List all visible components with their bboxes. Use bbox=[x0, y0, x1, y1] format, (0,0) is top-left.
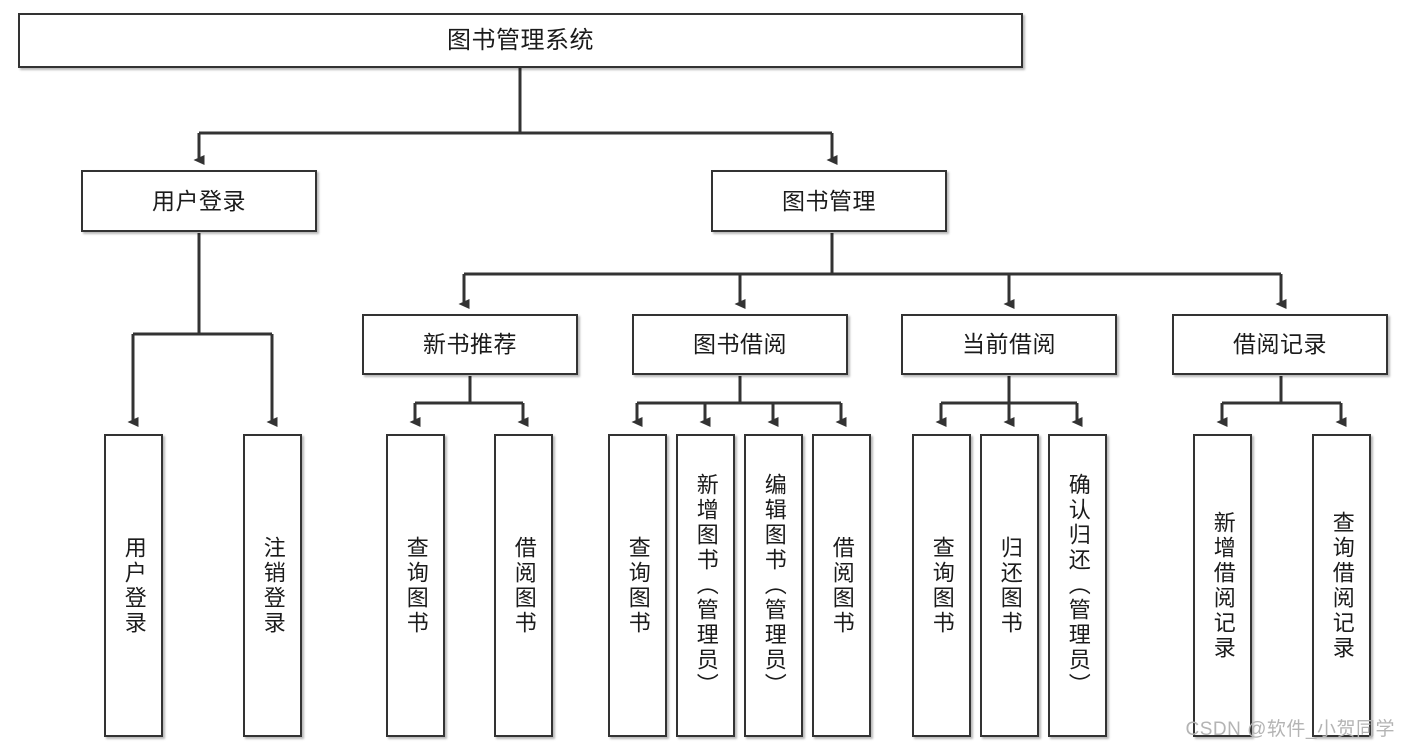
node-leaf-borrow-books-new-label: 借阅图书 bbox=[511, 535, 537, 636]
node-leaf-user-login[interactable]: 用户登录 bbox=[104, 434, 163, 737]
node-root-label: 图书管理系统 bbox=[447, 26, 594, 54]
node-leaf-edit-book-admin-label: 编辑图书（管理员） bbox=[761, 473, 787, 698]
node-user-login[interactable]: 用户登录 bbox=[81, 170, 317, 232]
node-leaf-edit-book-admin[interactable]: 编辑图书（管理员） bbox=[744, 434, 803, 737]
watermark: CSDN @软件_小贺同学 bbox=[1185, 719, 1395, 740]
node-leaf-add-book-admin-label: 新增图书（管理员） bbox=[693, 473, 719, 698]
node-leaf-add-book-admin[interactable]: 新增图书（管理员） bbox=[676, 434, 735, 737]
node-book-management-label: 图书管理 bbox=[782, 187, 876, 214]
node-leaf-add-borrow-record-label: 新增借阅记录 bbox=[1210, 510, 1236, 661]
node-current-borrowing-label: 当前借阅 bbox=[962, 331, 1056, 358]
node-leaf-logout[interactable]: 注销登录 bbox=[243, 434, 302, 737]
node-leaf-return-books-label: 归还图书 bbox=[997, 535, 1023, 636]
node-leaf-add-borrow-record[interactable]: 新增借阅记录 bbox=[1193, 434, 1252, 737]
node-current-borrowing[interactable]: 当前借阅 bbox=[901, 314, 1117, 375]
node-borrowing-records-label: 借阅记录 bbox=[1233, 331, 1327, 358]
node-borrowing-records[interactable]: 借阅记录 bbox=[1172, 314, 1388, 375]
node-root-book-management-system[interactable]: 图书管理系统 bbox=[18, 13, 1023, 68]
node-leaf-logout-label: 注销登录 bbox=[260, 535, 286, 636]
node-leaf-confirm-return-admin[interactable]: 确认归还（管理员） bbox=[1048, 434, 1107, 737]
node-new-book-recommendation-label: 新书推荐 bbox=[423, 331, 517, 358]
node-leaf-borrow-books[interactable]: 借阅图书 bbox=[812, 434, 871, 737]
node-leaf-user-login-label: 用户登录 bbox=[121, 535, 147, 636]
node-leaf-query-books-new[interactable]: 查询图书 bbox=[386, 434, 445, 737]
node-user-login-label: 用户登录 bbox=[152, 187, 246, 214]
node-new-book-recommendation[interactable]: 新书推荐 bbox=[362, 314, 578, 375]
node-leaf-borrow-books-label: 借阅图书 bbox=[829, 535, 855, 636]
node-leaf-query-books-current[interactable]: 查询图书 bbox=[912, 434, 971, 737]
node-leaf-query-books-borrow[interactable]: 查询图书 bbox=[608, 434, 667, 737]
node-leaf-query-books-new-label: 查询图书 bbox=[403, 535, 429, 636]
node-leaf-confirm-return-admin-label: 确认归还（管理员） bbox=[1065, 473, 1091, 698]
node-book-borrowing-label: 图书借阅 bbox=[693, 331, 787, 358]
node-leaf-query-books-borrow-label: 查询图书 bbox=[625, 535, 651, 636]
node-leaf-return-books[interactable]: 归还图书 bbox=[980, 434, 1039, 737]
node-leaf-query-borrow-record-label: 查询借阅记录 bbox=[1329, 510, 1355, 661]
node-leaf-query-borrow-record[interactable]: 查询借阅记录 bbox=[1312, 434, 1371, 737]
node-book-management[interactable]: 图书管理 bbox=[711, 170, 947, 232]
node-leaf-borrow-books-new[interactable]: 借阅图书 bbox=[494, 434, 553, 737]
node-book-borrowing[interactable]: 图书借阅 bbox=[632, 314, 848, 375]
node-leaf-query-books-current-label: 查询图书 bbox=[929, 535, 955, 636]
